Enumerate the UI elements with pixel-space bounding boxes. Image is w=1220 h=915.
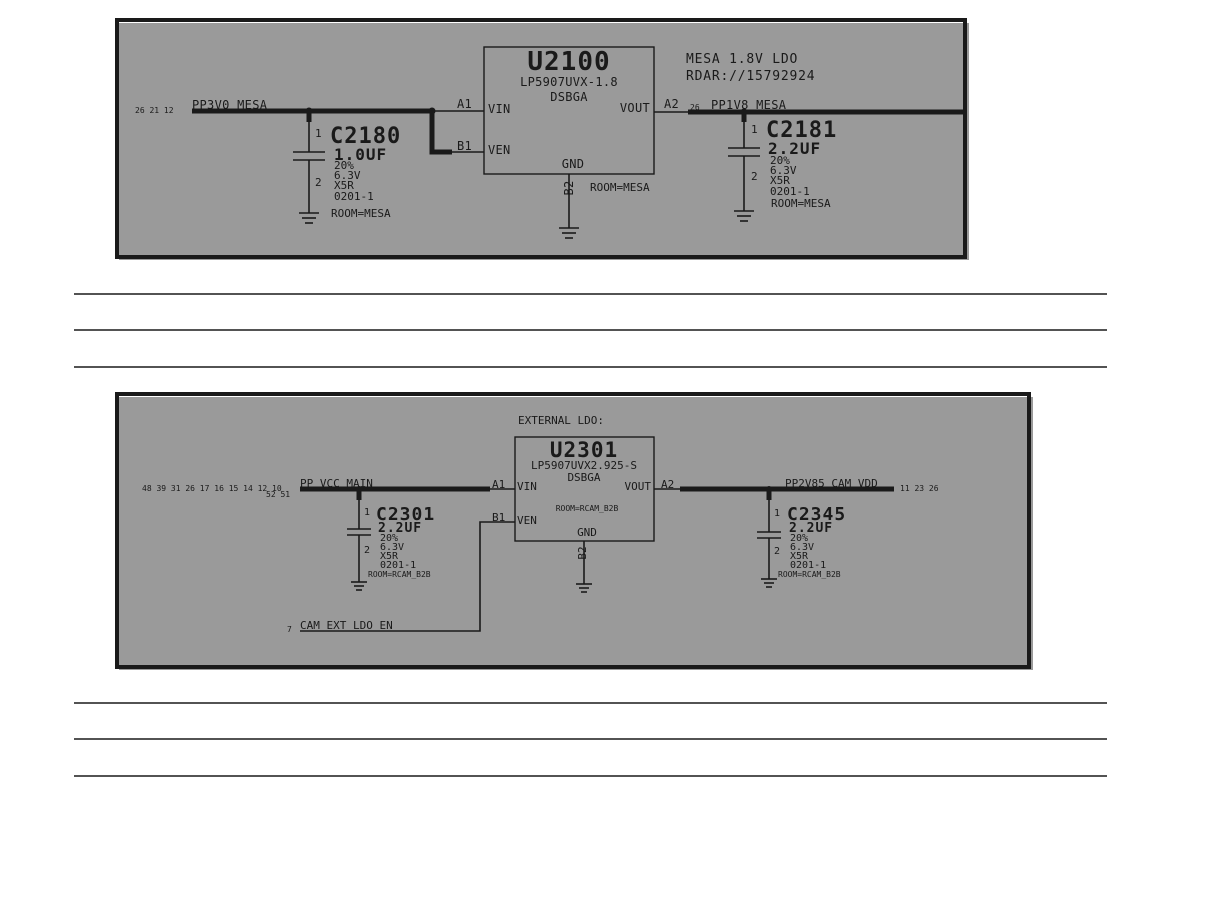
junction-vin [428,107,436,115]
cap-in-pin1: 1 [315,127,322,140]
pin-gnd-label: GND [562,157,585,171]
ball-a2-label: A2 [661,478,674,491]
net-en-name: CAM_EXT_LDO_EN [300,619,393,632]
pin-vout-label: VOUT [625,480,652,493]
net-in-refs: 48 39 31 26 17 16 15 14 12 10 [142,484,282,493]
cap-in-size: 0201-1 [334,190,374,203]
net-in-refs: 26 21 12 [135,106,174,115]
cap-in-voltage: 6.3V [334,169,361,182]
cap-out-pin2: 2 [774,546,780,557]
net-en-refs: 7 [287,625,292,634]
chip-package: DSBGA [550,90,588,104]
cap-out-dielectric: X5R [770,174,790,187]
pin-gnd-label: GND [577,526,597,539]
cap-out-value: 2.2UF [789,521,833,536]
pin-vin-label: VIN [488,102,511,116]
pin-ven-label: VEN [488,143,511,157]
ven-wire [300,521,515,632]
panel-frame [115,392,1031,669]
cap-out-voltage: 6.3V [790,542,814,553]
cap-in-size: 0201-1 [380,560,416,571]
cap-in-value: 2.2UF [378,521,422,536]
cap-in-value: 1.0UF [334,145,387,164]
cap-out-tolerance: 20% [770,154,790,167]
cap-in-ref: C2180 [330,124,401,149]
chip-ref: U2100 [527,47,610,77]
cap-in-ref: C2301 [376,504,435,525]
cap-in-dielectric: X5R [334,179,354,192]
chip-room: ROOM=MESA [590,181,650,194]
net-out-refs: 11 23 26 [900,484,939,493]
cap-out-room: ROOM=MESA [771,197,831,210]
cap-out-pin2: 2 [751,170,758,183]
net-out-refs: 26 [690,103,700,112]
ball-b1-label: B1 [492,511,505,524]
note-line-2: RDAR://15792924 [686,69,815,84]
net-in-refs-2: 52 51 [266,490,290,499]
ball-a1-label: A1 [457,97,472,111]
panel-mesa-ldo: U2100 LP5907UVX-1.8 DSBGA VIN VEN VOUT G… [115,18,969,260]
panel-frame [115,18,967,259]
cap-in-voltage: 6.3V [380,542,404,553]
note-line-1: MESA 1.8V LDO [686,52,798,67]
cap-out-dielectric: X5R [790,551,809,562]
panel-external-ldo: EXTERNAL LDO: U2301 LP5907UVX2.925-S DSB… [115,392,1033,670]
cap-in-dielectric: X5R [380,551,399,562]
cap-out-size: 0201-1 [790,560,826,571]
chip-part: LP5907UVX2.925-S [531,459,637,472]
panel-frame-shadow [119,397,1033,670]
ven-tie-bus [429,111,452,155]
cap-out-pin1: 1 [774,508,780,519]
cap-in-pin1: 1 [364,507,370,518]
chip-ref: U2301 [550,438,618,462]
ball-b2-label: B2 [576,546,589,559]
panel-frame-shadow [119,23,969,260]
cap-out-pin1: 1 [751,123,758,136]
cap-out-value: 2.2UF [768,139,821,158]
cap-out-ref: C2345 [787,504,846,525]
cap-in-room: ROOM=MESA [331,207,391,220]
cap-in-room: ROOM=RCAM_B2B [368,570,431,579]
pin-vin-label: VIN [517,480,537,493]
cap-out-ref: C2181 [766,118,837,143]
ball-a2-label: A2 [664,97,679,111]
cap-out-size: 0201-1 [770,185,810,198]
pin-vout-label: VOUT [620,101,650,115]
cap-out-tolerance: 20% [790,533,808,544]
cap-in-tolerance: 20% [334,159,354,172]
net-out-name: PP1V8_MESA [711,98,787,112]
cap-in-pin2: 2 [364,545,370,556]
cap-in-pin2: 2 [315,176,322,189]
ball-a1-label: A1 [492,478,505,491]
cap-out-room: ROOM=RCAM_B2B [778,570,841,579]
cap-in-tolerance: 20% [380,533,398,544]
chip-package: DSBGA [567,471,600,484]
pin-ven-label: VEN [517,514,537,527]
chip-part: LP5907UVX-1.8 [520,75,618,89]
ball-b1-label: B1 [457,139,472,153]
net-out-name: PP2V85_CAM_VDD [785,477,878,490]
chip-room: ROOM=RCAM_B2B [556,504,619,513]
panel-title: EXTERNAL LDO: [518,414,604,427]
cap-out-voltage: 6.3V [770,164,797,177]
